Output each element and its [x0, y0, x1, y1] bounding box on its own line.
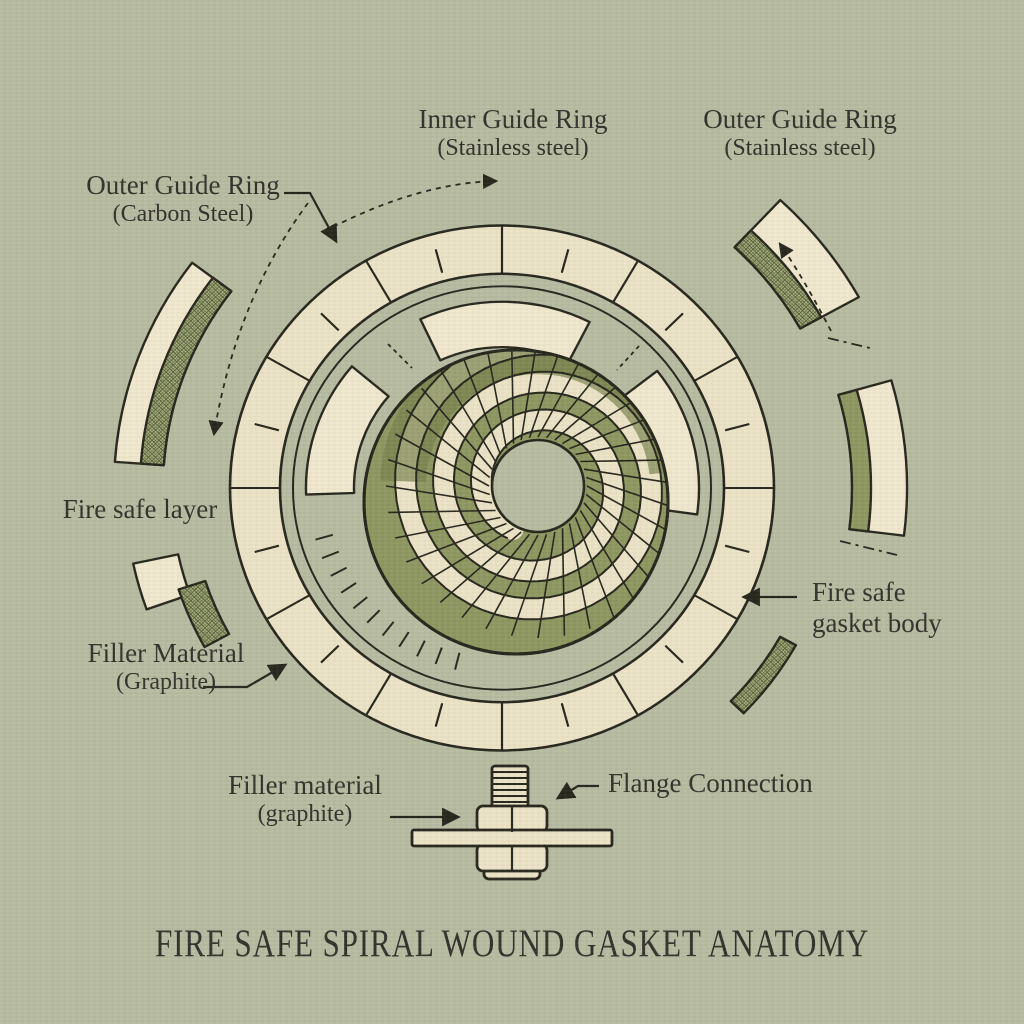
label-subtext: (Graphite) [116, 669, 216, 696]
label-text: Filler material [228, 770, 382, 800]
label-filler-material-lower: Filler material (graphite) [228, 770, 382, 829]
label-outer-guide-ring-left: Outer Guide Ring (Carbon Steel) [86, 170, 279, 229]
label-subtext: (Stainless steel) [724, 135, 876, 162]
arrow-filler-material-upper [203, 663, 288, 689]
dashed-arrow-inner-guide-ring [332, 173, 499, 228]
label-fire-safe-gasket-body: Fire safe gasket body [812, 577, 942, 640]
diagram-title: FIRE SAFE SPIRAL WOUND GASKET ANATOMY [154, 922, 870, 965]
bolt-threads [491, 771, 529, 803]
label-text: Inner Guide Ring [418, 104, 608, 134]
label-text: gasket body [812, 608, 942, 639]
dashed-arrow-left [208, 202, 309, 437]
dash-mark-top-right [616, 345, 640, 371]
label-text: Outer Guide Ring [703, 104, 897, 134]
flange-plate [410, 828, 614, 848]
label-inner-guide-ring: Inner Guide Ring (Stainless steel) [419, 104, 608, 163]
annotation-arrows [203, 173, 898, 827]
dash-dot-mark-lower-right [839, 540, 898, 556]
arrow-flange-connection [555, 781, 599, 800]
label-text: Fire safe layer [62, 494, 218, 524]
label-text: Flange Connection [608, 768, 813, 798]
label-text: Filler Material [87, 638, 245, 668]
arrow-outer-guide-ring-left [284, 191, 338, 244]
label-filler-material-upper: Filler Material (Graphite) [88, 638, 245, 697]
label-flange-connection: Flange Connection [608, 768, 813, 799]
label-outer-guide-ring-right: Outer Guide Ring (Stainless steel) [703, 104, 896, 163]
label-text: Fire safe [812, 577, 906, 607]
dash-mark-top-left [387, 343, 413, 369]
dashed-arrow-right [778, 242, 832, 332]
label-subtext: (Carbon Steel) [112, 201, 254, 228]
label-subtext: (graphite) [257, 801, 353, 828]
flange-connection-detail [410, 764, 614, 881]
dash-dot-mark-upper-right [827, 337, 875, 350]
label-text: Outer Guide Ring [86, 170, 280, 200]
label-fire-safe-layer: Fire safe layer [63, 494, 217, 525]
label-subtext: (Stainless steel) [437, 135, 589, 162]
